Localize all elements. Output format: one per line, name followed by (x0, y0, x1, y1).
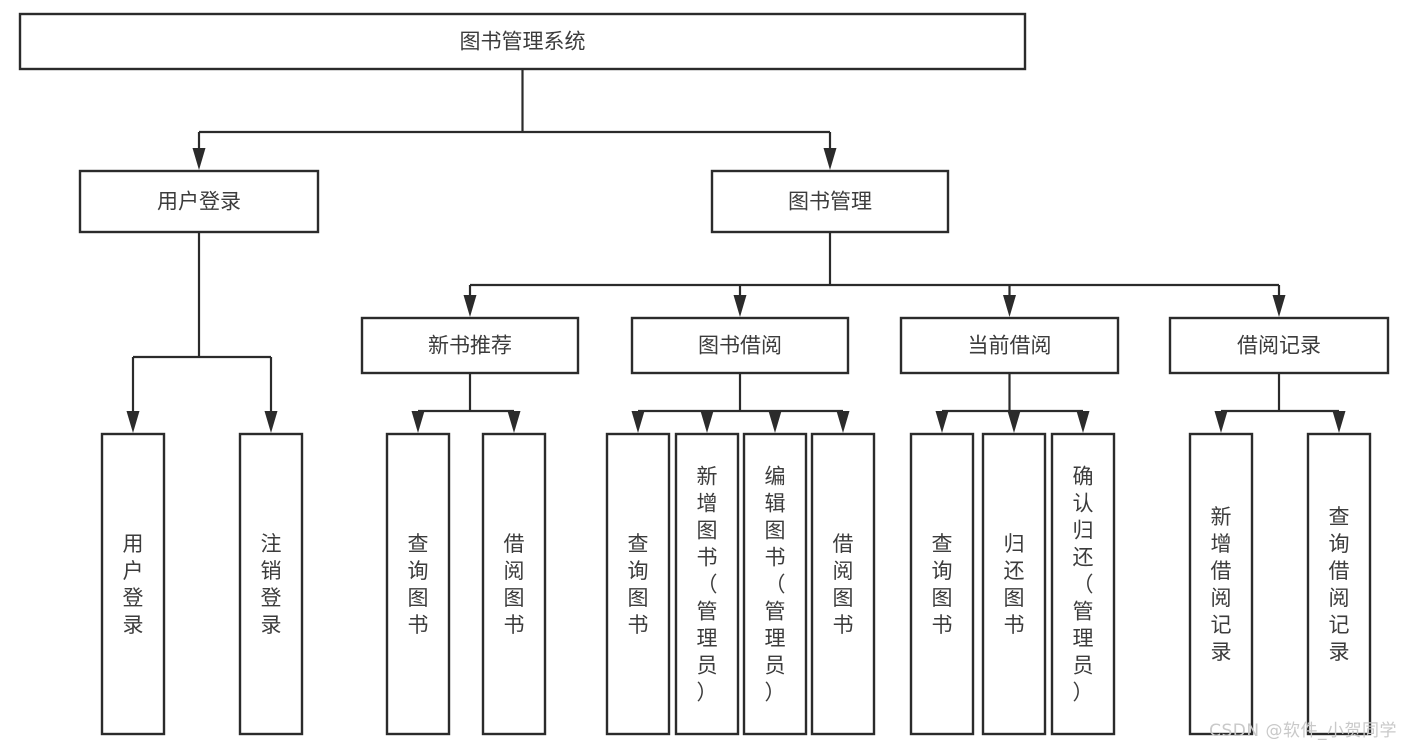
node-label: 借阅记录 (1237, 334, 1321, 358)
node-label: 注销登录 (261, 532, 282, 637)
node-leaf-return-book[interactable]: 归还图书 (981, 432, 1047, 736)
node-new-book-rec[interactable]: 新书推荐 (360, 316, 580, 375)
node-leaf-query-book-3[interactable]: 查询图书 (909, 432, 975, 736)
node-leaf-add-record[interactable]: 新增借阅记录 (1188, 432, 1254, 736)
edge-group-root (192, 69, 837, 170)
node-label: 归还图书 (1004, 532, 1025, 637)
edge-group-book-borrow (631, 373, 850, 433)
node-leaf-edit-book[interactable]: 编辑图书（管理员） (742, 432, 808, 736)
node-borrow-record[interactable]: 借阅记录 (1168, 316, 1390, 375)
node-label: 查询图书 (408, 532, 429, 637)
node-leaf-borrow-book-2[interactable]: 借阅图书 (810, 432, 876, 736)
node-label: 借阅图书 (504, 532, 525, 637)
node-label: 借阅图书 (833, 532, 854, 637)
node-leaf-confirm-return[interactable]: 确认归还（管理员） (1050, 432, 1116, 736)
edge-group-borrow-record (1214, 373, 1346, 433)
node-label: 确认归还（管理员） (1073, 465, 1094, 705)
node-leaf-query-book-2[interactable]: 查询图书 (605, 432, 671, 736)
nodes-layer: 图书管理系统用户登录图书管理新书推荐图书借阅当前借阅借阅记录用户登录注销登录查询… (18, 12, 1390, 736)
node-leaf-query-book-1[interactable]: 查询图书 (385, 432, 451, 736)
edge-group-book-manage (463, 232, 1286, 317)
node-book-borrow[interactable]: 图书借阅 (630, 316, 850, 375)
node-label: 查询图书 (932, 532, 953, 637)
node-leaf-add-book[interactable]: 新增图书（管理员） (674, 432, 740, 736)
node-leaf-user-logout[interactable]: 注销登录 (238, 432, 304, 736)
node-label: 用户登录 (123, 532, 144, 637)
node-user-login[interactable]: 用户登录 (78, 169, 320, 234)
node-label: 查询图书 (628, 532, 649, 637)
node-current-borrow[interactable]: 当前借阅 (899, 316, 1120, 375)
node-label: 新增图书（管理员） (697, 465, 718, 705)
edges-layer (126, 69, 1346, 433)
node-label: 用户登录 (157, 190, 241, 214)
node-book-manage[interactable]: 图书管理 (710, 169, 950, 234)
node-leaf-user-login[interactable]: 用户登录 (100, 432, 166, 736)
node-label: 图书借阅 (698, 334, 782, 358)
node-label: 新增借阅记录 (1211, 505, 1232, 664)
node-label: 当前借阅 (968, 334, 1052, 358)
node-label: 编辑图书（管理员） (765, 465, 786, 705)
node-leaf-query-record[interactable]: 查询借阅记录 (1306, 432, 1372, 736)
edge-group-current-borrow (935, 373, 1090, 433)
node-label: 图书管理 (788, 190, 872, 214)
node-leaf-borrow-book-1[interactable]: 借阅图书 (481, 432, 547, 736)
node-label: 查询借阅记录 (1329, 505, 1350, 664)
node-root[interactable]: 图书管理系统 (18, 12, 1027, 71)
edge-group-new-book-rec (411, 373, 521, 433)
node-label: 新书推荐 (428, 334, 512, 358)
node-label: 图书管理系统 (460, 30, 586, 54)
edge-group-user-login (126, 232, 278, 433)
